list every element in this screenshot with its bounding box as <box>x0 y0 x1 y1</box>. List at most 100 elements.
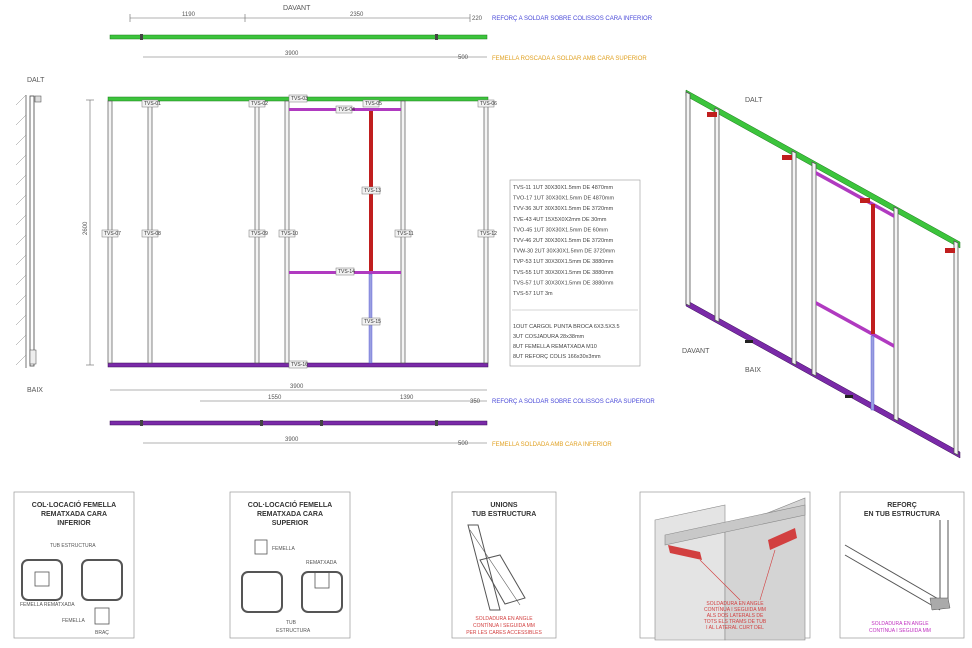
legend-line: TVS-55 1UT 30X30X1.5mm DE 3880mm <box>513 270 614 276</box>
dim-top-b: 2350 <box>350 12 364 18</box>
detail-note: SOLDADURA EN ANGLE <box>706 601 764 607</box>
detail-note: SOLDADURA EN ANGLE <box>871 621 929 627</box>
top-dimensions: DAVANT 1190 2350 220 REFORÇ A SOLDAR SOB… <box>129 5 653 22</box>
dim-top-end: 500 <box>458 55 469 61</box>
height-dimension: 2600 <box>83 99 94 366</box>
legend-extra: 3UT COSJADURA 28x38mm <box>513 334 585 340</box>
legend-extra: 8UT FEMELLA REMATXADA M10 <box>513 344 597 350</box>
tag: TVS-09 <box>251 231 268 237</box>
detail-note: CONTÍNUA I SEGUIDA MM <box>869 627 931 634</box>
detail-title: COL·LOCACIÓ FEMELLA <box>248 500 332 509</box>
legend-line: TVV-36 3UT 30X30X1.5mm DE 3720mm <box>513 206 614 212</box>
legend-line: TVV-46 2UT 30X30X1.5mm DE 3720mm <box>513 238 614 244</box>
detail-note: I AL LATERAL CURT DEL <box>706 625 764 631</box>
bottom-bar-markers <box>140 420 438 426</box>
tag: TVS-16 <box>291 362 308 368</box>
detail-label: TUB <box>286 620 297 626</box>
legend-line: TVP-53 1UT 30X30X1.5mm DE 3880mm <box>513 259 614 265</box>
legend-line: TVS-57 1UT 3m <box>513 291 553 297</box>
legend-line: TVO-45 1UT 30X30X1.5mm DE 60mm <box>513 227 608 233</box>
detail-title: REMATXADA CARA <box>257 511 323 518</box>
tag: TVS-15 <box>364 319 381 325</box>
tag: TVS-02 <box>251 101 268 107</box>
side-dalt-label: DALT <box>27 77 45 84</box>
tag: TVS-12 <box>480 231 497 237</box>
tag: TVS-01 <box>144 101 161 107</box>
tag: TVS-14 <box>338 269 355 275</box>
detail-note: SOLDADURA EN ANGLE <box>475 616 533 622</box>
detail-title: UNIONS <box>490 502 518 509</box>
side-elevation: DALT BAIX <box>15 77 45 394</box>
dim-bot-a: 1550 <box>268 395 282 401</box>
note-top-blue: REFORÇ A SOLDAR SOBRE COLISSOS CARA INFE… <box>492 16 653 22</box>
detail-title: REFORÇ <box>887 502 917 509</box>
tag: TVS-08 <box>144 231 161 237</box>
detail-title: INFERIOR <box>57 520 90 527</box>
front-tags: TVS-01 TVS-02 TVS-03 TVS-04 TVS-05 TVS-0… <box>101 94 497 369</box>
legend-line: TVS-57 1UT 30X30X1.5mm DE 3880mm <box>513 280 614 286</box>
detail-label: FEMELLA <box>272 546 295 552</box>
note-bot-blue: REFORÇ A SOLDAR SOBRE COLISSOS CARA SUPE… <box>492 399 655 405</box>
detail-label: FEMELLA <box>62 618 85 624</box>
legend-line: TVS-11 1UT 30X30X1.5mm DE 4870mm <box>513 185 613 191</box>
isometric-view: DALT DAVANT BAIX <box>682 89 961 459</box>
top-dimensions-2: 3900 500 FEMELLA ROSCADA A SOLDAR AMB CA… <box>143 51 647 62</box>
dim-bot-end: 500 <box>458 441 469 447</box>
dim-height: 2600 <box>83 221 89 235</box>
detail-1: COL·LOCACIÓ FEMELLA REMATXADA CARA INFER… <box>13 491 135 639</box>
tag: TVS-05 <box>365 101 382 107</box>
dim-top-c: 220 <box>472 16 483 22</box>
bar-marker <box>435 34 438 40</box>
iso-dalt-label: DALT <box>745 97 763 104</box>
detail-title: REMATXADA CARA <box>41 511 107 518</box>
bar-marker <box>140 34 143 40</box>
detail-note: CONTÍNUA I SEGUIDA MM <box>704 606 766 613</box>
detail-note: TOTS ELS TRAMS DE TUB <box>704 619 767 625</box>
top-green-bar <box>109 34 488 40</box>
detail-note: ALS DOS LATERALS DE <box>707 613 764 619</box>
tag: TVS-06 <box>480 101 497 107</box>
legend-line: TVO-17 1UT 30X30X1.5mm DE 4870mm <box>513 196 614 202</box>
detail-label: FEMELLA REMATXADA <box>20 602 75 608</box>
detail-2: COL·LOCACIÓ FEMELLA REMATXADA CARA SUPER… <box>229 491 351 639</box>
tag: TVS-04 <box>338 107 355 113</box>
detail-title: TUB ESTRUCTURA <box>472 511 537 518</box>
detail-label: ESTRUCTURA <box>276 628 311 634</box>
tag: TVS-03 <box>291 96 308 102</box>
dim-top-a: 1190 <box>182 12 196 18</box>
iso-baix-label: BAIX <box>745 367 761 374</box>
bottom-dimensions-2: 3900 500 FEMELLA SOLDADA AMB CARA INFERI… <box>143 437 612 448</box>
side-baix-label: BAIX <box>27 387 43 394</box>
legend-extra: 1OUT CARGOL PUNTA BROCA 6X3.5X3.5 <box>513 324 620 330</box>
note-top-orange: FEMELLA ROSCADA A SOLDAR AMB CARA SUPERI… <box>492 56 647 62</box>
detail-label: BRAÇ <box>95 630 109 636</box>
detail-title: SUPERIOR <box>272 520 309 527</box>
note-bot-orange: FEMELLA SOLDADA AMB CARA INFERIOR <box>492 442 612 448</box>
top-front-label: DAVANT <box>283 5 311 12</box>
detail-note: CONTÍNUA I SEGUIDA MM <box>473 622 535 629</box>
tag: TVS-10 <box>281 231 298 237</box>
detail-3: UNIONS TUB ESTRUCTURA SOLDADURA EN ANGLE… <box>451 491 557 639</box>
detail-4: SOLDADURA EN ANGLE CONTÍNUA I SEGUIDA MM… <box>639 491 811 641</box>
detail-title: COL·LOCACIÓ FEMELLA <box>32 500 116 509</box>
legend-extra: 8UT REFORÇ COLIS 166x30x3mm <box>513 354 601 360</box>
bottom-dimensions: 3900 1550 1390 350 REFORÇ A SOLDAR SOBRE… <box>110 384 655 405</box>
detail-label: TUB ESTRUCTURA <box>50 543 96 549</box>
dim-bot-c: 350 <box>470 399 481 405</box>
legend-line: TVW-30 2UT 30X30X1.5mm DE 3720mm <box>513 249 615 255</box>
dim-bot-total: 3900 <box>290 384 304 390</box>
dim-bot-b: 1390 <box>400 395 414 401</box>
front-elevation <box>107 96 489 368</box>
bottom-purple-bar <box>109 420 488 426</box>
tag: TVS-13 <box>364 188 381 194</box>
detail-note: PER LES CARES ACCESSIBLES <box>466 630 542 636</box>
legend-line: TVE-43 4UT 15X5X0X2mm DE 30mm <box>513 217 607 223</box>
iso-davant-label: DAVANT <box>682 348 710 355</box>
detail-title: EN TUB ESTRUCTURA <box>864 511 940 518</box>
detail-label: REMATXADA <box>306 560 337 566</box>
tag: TVS-07 <box>104 231 121 237</box>
tag: TVS-11 <box>397 231 414 237</box>
dim-top-total: 3900 <box>285 51 299 57</box>
